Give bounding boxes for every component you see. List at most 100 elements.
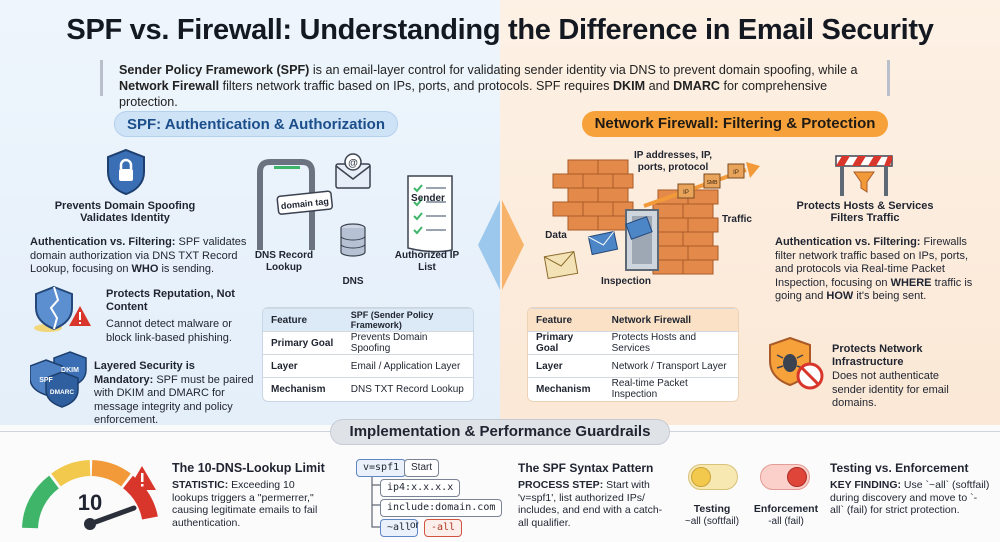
svg-text:@: @ [348, 158, 358, 169]
table-cell: Real-time Packet Inspection [603, 377, 738, 401]
inspection-caption: Inspection [600, 276, 651, 287]
testing-vs-enforcement-title: Testing vs. Enforcement [830, 461, 969, 475]
dns-lookup-gauge-icon: 10 [22, 460, 158, 530]
syntax-ip4: ip4:x.x.x.x [380, 479, 461, 497]
spf-reputation-title: Protects Reputation, Not Content [106, 288, 235, 313]
ip-addresses-caption: IP addresses, IP, ports, protocol [633, 150, 713, 173]
intro-spf-term: Sender Policy Framework (SPF) [119, 63, 310, 77]
syntax-or: or [410, 520, 419, 531]
data-caption: Data [545, 230, 567, 241]
spf-validates-heading: Validates Identity [80, 212, 170, 224]
intro-text-2: filters network traffic based on IPs, po… [219, 79, 613, 93]
syntax-all-fail: -all [424, 519, 463, 537]
spf-auth-text-a: SPF validates domain authorization via D… [30, 236, 247, 275]
table-header: Network Firewall [603, 308, 738, 332]
domain-tag-label: domain tag [280, 196, 329, 211]
spf-lookup-diagram: domain tag @ [257, 153, 453, 257]
fw-auth-how: HOW [826, 290, 854, 302]
testing-toggle [688, 464, 738, 490]
spf-auth-label: Authentication vs. Filtering: [30, 236, 176, 248]
syntax-include: include:domain.com [380, 499, 503, 517]
spf-auth-who: WHO [131, 263, 159, 275]
barrier-filter-icon [835, 155, 893, 196]
table-cell: Layer [528, 354, 604, 378]
gauge-value: 10 [78, 490, 102, 515]
dns-lookup-caption: DNS Record Lookup [254, 250, 314, 273]
shield-lock-icon [107, 148, 145, 196]
statistic-label: STATISTIC: [172, 479, 229, 491]
fw-auth-label: Authentication vs. Filtering: [775, 236, 921, 248]
guardrails-heading: Implementation & Performance Guardrails [330, 419, 670, 445]
fw-auth-text-c: it's being sent. [853, 290, 927, 302]
table-header: Feature [528, 308, 604, 332]
spf-auth-text-b: is sending. [158, 263, 215, 275]
enforcement-label: Enforcement [753, 503, 819, 515]
intro-text-1: is an email-layer control for validating… [309, 63, 858, 77]
spf-comparison-table: Feature SPF (Sender Policy Framework) Pr… [262, 307, 474, 402]
intro-dkim: DKIM [612, 79, 646, 93]
enforcement-toggle-knob [787, 467, 807, 487]
intro-firewall-term: Network Firewall [119, 79, 220, 93]
table-cell: Primary Goal [528, 331, 604, 355]
firewall-diagram: IP SMB IP [543, 159, 760, 280]
process-label: PROCESS STEP: [518, 479, 604, 491]
key-finding-text: Use `~all` (softfail) during discovery a… [830, 479, 990, 516]
shield-bug-blocked-icon [769, 336, 824, 390]
table-cell: Primary Goal [263, 331, 343, 355]
enforcement-sub: -all (fail) [768, 516, 804, 527]
spf-auth-paragraph: Authentication vs. Filtering: SPF valida… [30, 236, 250, 277]
table-cell: Prevents Domain Spoofing [342, 331, 473, 355]
spf-section-heading: SPF: Authentication & Authorization [114, 111, 398, 137]
fw-infra-text: Does not authenticate sender identity fo… [832, 370, 949, 409]
syntax-start-label: Start [404, 459, 440, 477]
intro-paragraph: Sender Policy Framework (SPF) is an emai… [100, 60, 890, 109]
process-paragraph: PROCESS STEP: Start with 'v=spf1', list … [518, 479, 668, 529]
firewall-section-heading: Network Firewall: Filtering & Protection [582, 111, 888, 137]
fw-protects-heading: Protects Hosts & Services [796, 200, 934, 212]
intro-text-3: for comprehensive protection. [119, 79, 828, 109]
spf-layered-title: Layered Security is Mandatory: [94, 360, 195, 386]
enforcement-toggle [760, 464, 810, 490]
table-cell: Network / Transport Layer [603, 354, 738, 378]
spf-layered-text: SPF must be paired with DKIM and DMARC f… [94, 373, 254, 427]
table-cell: Mechanism [263, 377, 343, 401]
testing-sub: ~all (softfail) [684, 516, 740, 527]
testing-toggle-knob [691, 467, 711, 487]
table-header: Feature [263, 308, 343, 332]
table-header: SPF (Sender Policy Framework) [342, 308, 473, 332]
syntax-v-spf1: v=spf1 [356, 459, 407, 477]
statistic-paragraph: STATISTIC: Exceeding 10 lookups triggers… [172, 479, 332, 529]
process-text: Start with 'v=spf1', list authorized IPs… [518, 479, 663, 529]
authorized-ip-caption: Authorized IP List [394, 250, 460, 273]
testing-label: Testing [693, 503, 731, 515]
dns-caption: DNS [342, 276, 364, 287]
syntax-all-softfail: ~all [380, 519, 419, 537]
key-finding-label: KEY FINDING: [830, 479, 901, 491]
spf-reputation-text: Cannot detect malware or block link-base… [106, 318, 232, 344]
spf-prevents-heading: Prevents Domain Spoofing [54, 200, 196, 212]
broken-shield-warning-icon [34, 285, 91, 332]
syntax-pattern-title: The SPF Syntax Pattern [518, 461, 654, 475]
fw-auth-text-a: Firewalls filter network traffic based o… [775, 236, 968, 289]
table-header-row: Feature Network Firewall [528, 308, 738, 332]
center-divider-arrow-icon [478, 200, 524, 290]
table-cell: Protects Hosts and Services [603, 331, 738, 355]
fw-auth-where: WHERE [890, 276, 932, 289]
intro-and: and [645, 79, 674, 93]
table-cell: Email / Application Layer [342, 354, 473, 378]
spf-layered-paragraph: Layered Security is Mandatory: SPF must … [94, 360, 254, 428]
statistic-text: Exceeding 10 lookups triggers a "permerr… [172, 479, 318, 529]
fw-auth-text-b: traffic is going and [775, 276, 973, 303]
page-title: SPF vs. Firewall: Understanding the Diff… [66, 14, 934, 46]
fw-infra-title: Protects Network Infrastructure [832, 343, 923, 368]
dns-limit-title: The 10-DNS-Lookup Limit [172, 461, 325, 475]
key-finding-paragraph: KEY FINDING: Use `~all` (softfail) durin… [830, 479, 990, 517]
table-cell: Mechanism [528, 377, 604, 401]
sender-caption: Sender [411, 193, 445, 204]
